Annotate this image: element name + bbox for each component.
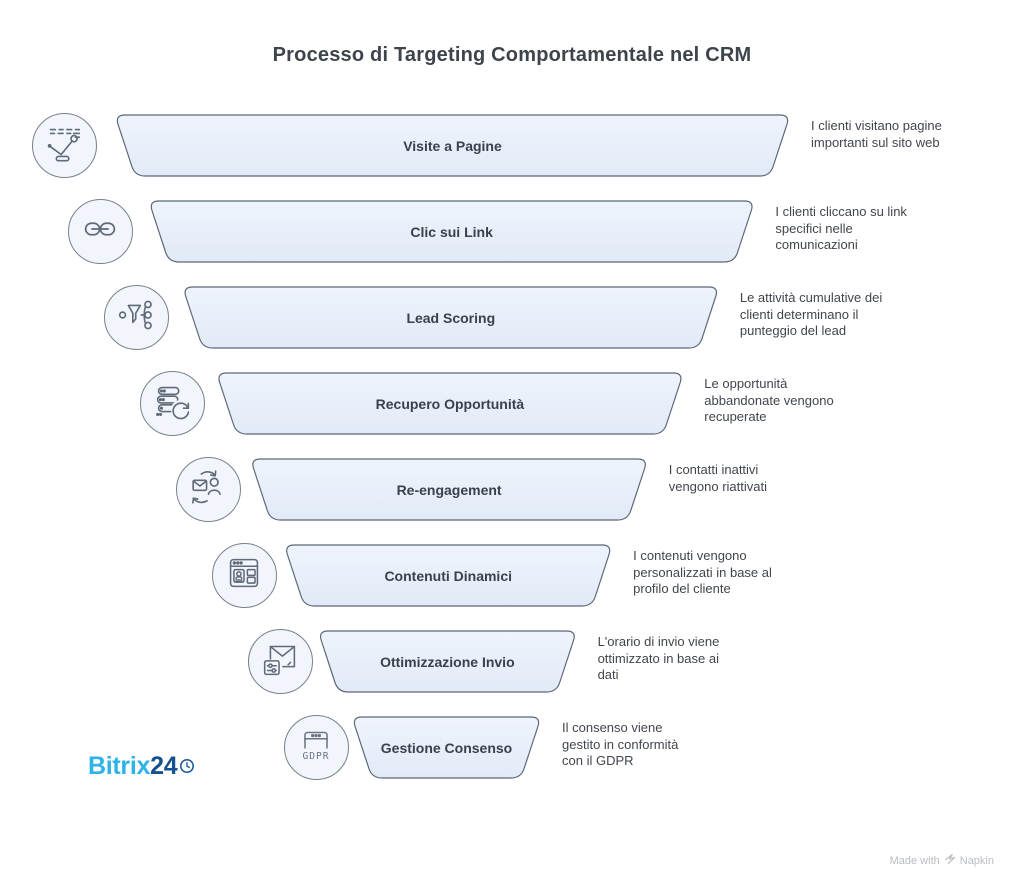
napkin-brand-text: Napkin — [959, 854, 994, 867]
stage-description-line: importanti sul sito web — [811, 134, 940, 150]
stage-description-line: Le opportunità — [704, 376, 788, 391]
stage-description-line: con il GDPR — [562, 753, 634, 769]
stage-description-line: Il consenso viene — [562, 720, 663, 735]
stage-icon-circle — [103, 284, 169, 350]
stage-description-line: punteggio del lead — [739, 323, 847, 339]
funnel-stage-shape — [116, 114, 789, 177]
diagram-title: Processo di Targeting Comportamentale ne… — [272, 44, 752, 66]
napkin-logo-icon — [944, 853, 956, 868]
stage-label: Re-engagement — [396, 481, 502, 498]
funnel-stage-shape — [150, 200, 753, 263]
svg-text:GDPR: GDPR — [303, 750, 330, 761]
stage-description-line: profilo del cliente — [633, 581, 731, 597]
stage-icon-circle — [247, 628, 313, 694]
funnel-stage-shape — [286, 544, 611, 607]
stage-description-line: ottimizzato in base ai — [597, 650, 719, 666]
stage-description-line: L'orario di invio viene — [597, 634, 720, 649]
re-engagement-icon — [185, 464, 231, 515]
stage-icon-circle — [211, 542, 277, 608]
stage-description-line: I clienti visitano pagine — [811, 118, 942, 133]
stage-label: Lead Scoring — [406, 309, 496, 326]
stage-description-line: vengono riattivati — [668, 478, 767, 494]
stage-description-line: recuperate — [704, 409, 767, 425]
opportunity-recovery-icon — [149, 378, 195, 429]
clock-icon — [177, 752, 195, 781]
made-with-text: Made with — [889, 854, 940, 867]
logo-text-light: Bitrix — [88, 752, 151, 780]
funnel-stage-shape — [353, 716, 540, 779]
stage-description-line: gestito in conformità — [562, 736, 679, 752]
funnel-stage-shape — [252, 458, 646, 521]
stage-label: Recupero Opportunità — [375, 395, 525, 412]
stage-icon-circle: GDPR — [283, 714, 349, 780]
stage-icon-circle — [175, 456, 241, 522]
funnel-stage-shape — [184, 286, 718, 349]
funnel-stage-shape — [218, 372, 682, 435]
logo-text-dark: 24 — [150, 752, 178, 780]
stage-label: Contenuti Dinamici — [384, 567, 512, 584]
link-clicks-icon — [77, 206, 123, 257]
page-visits-icon — [41, 120, 87, 171]
stage-description-line: clienti determinano il — [739, 306, 859, 322]
stage-label: Gestione Consenso — [380, 739, 513, 756]
stage-description-line: I contenuti vengono — [633, 548, 747, 563]
stage-description-line: abbandonate vengono — [704, 392, 834, 408]
footer-credit: Made with Napkin — [890, 853, 994, 868]
funnel-stage-shape — [319, 630, 575, 693]
stage-description-line: Le attività cumulative dei — [739, 290, 883, 305]
dynamic-content-icon — [221, 550, 267, 601]
stage-icon-circle — [67, 198, 133, 264]
stage-description-line: personalizzati in base al — [633, 564, 772, 580]
stage-label: Visite a Pagine — [403, 137, 502, 154]
stage-label: Clic sui Link — [410, 223, 493, 240]
stage-icon-circle — [139, 370, 205, 436]
stage-label: Ottimizzazione Invio — [380, 653, 515, 670]
stage-description-line: dati — [597, 667, 619, 683]
stage-description-line: comunicazioni — [775, 237, 858, 253]
stage-description-line: I contatti inattivi — [668, 462, 759, 477]
stage-description-line: specifici nelle — [775, 220, 853, 236]
stage-description-line: I clienti cliccano su link — [775, 204, 907, 219]
send-optimization-icon — [257, 636, 303, 687]
lead-scoring-icon — [113, 292, 159, 343]
stage-icon-circle — [31, 112, 97, 178]
consent-management-icon: GDPR — [293, 722, 339, 773]
